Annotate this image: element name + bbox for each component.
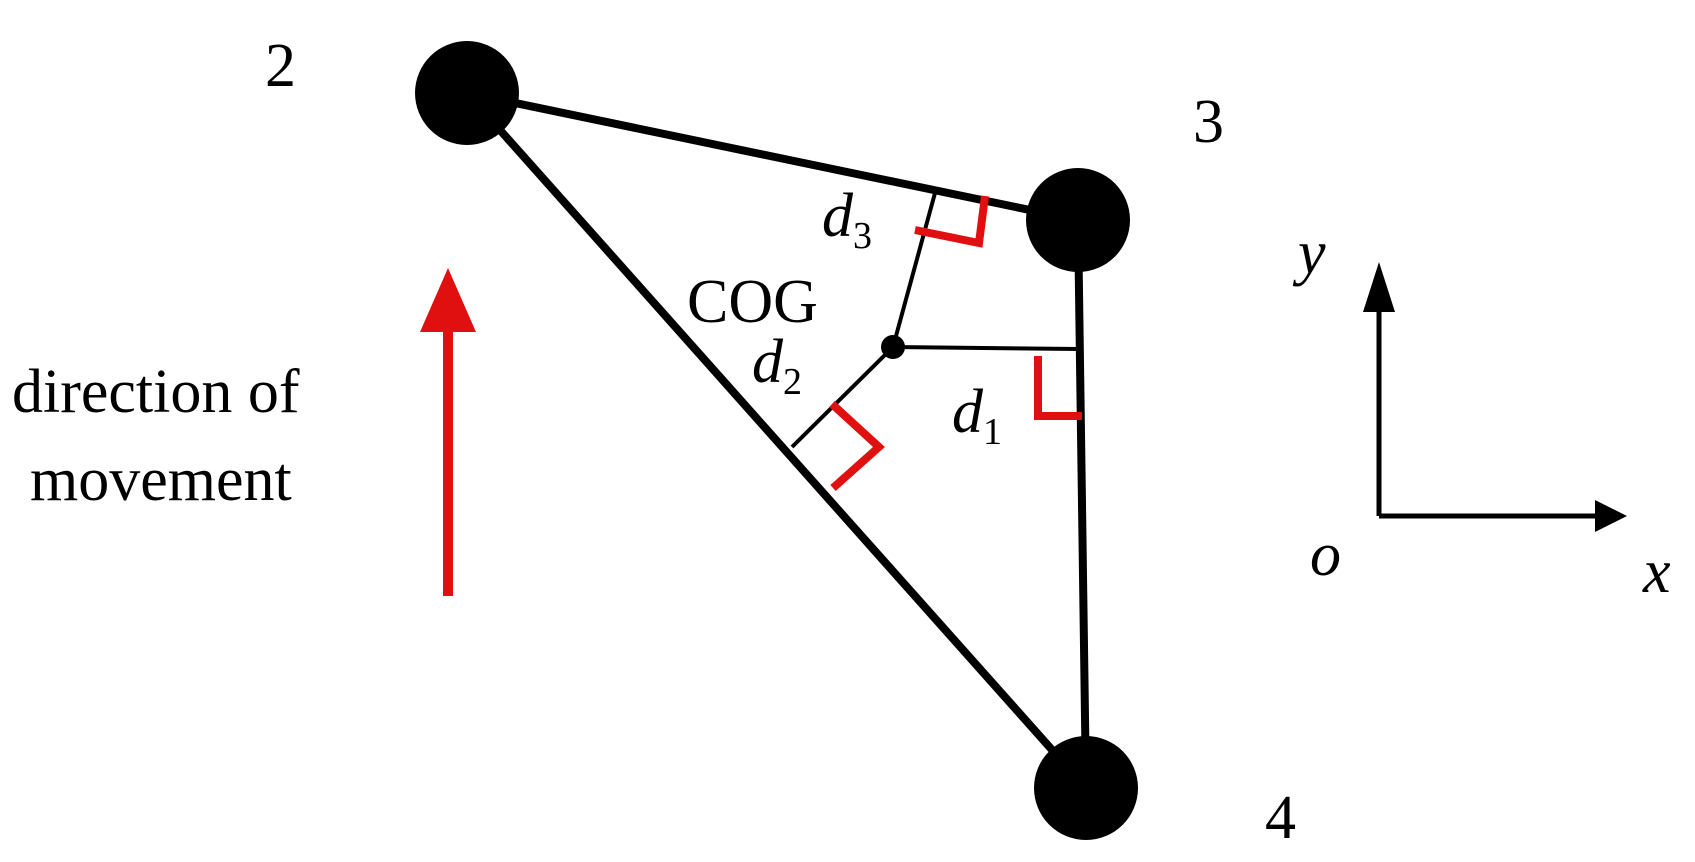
node-label-2: 2 bbox=[265, 32, 296, 100]
node-label-4: 4 bbox=[1265, 784, 1296, 852]
distance-line-d1 bbox=[892, 345, 1080, 351]
node-3 bbox=[1026, 168, 1130, 272]
d1-label-sub: 1 bbox=[983, 411, 1002, 453]
cog-label: COG bbox=[687, 268, 818, 336]
d2-label-main: d bbox=[752, 328, 784, 396]
d2-label-sub: 2 bbox=[783, 361, 802, 403]
node-label-3: 3 bbox=[1193, 88, 1224, 156]
direction-label-line2: movement bbox=[30, 446, 292, 514]
direction-arrow-icon bbox=[420, 268, 476, 332]
d2-label: d2 bbox=[752, 328, 802, 403]
right-angle-marker-d2 bbox=[829, 401, 885, 491]
d3-label: d3 bbox=[822, 182, 872, 257]
x-axis-label: x bbox=[1642, 538, 1671, 606]
d1-label-main: d bbox=[952, 378, 984, 446]
d3-label-sub: 3 bbox=[853, 215, 872, 257]
x-axis-arrow-icon bbox=[1595, 500, 1627, 532]
edge-2-3 bbox=[463, 89, 1082, 224]
distance-line-d2 bbox=[790, 345, 895, 449]
d1-label: d1 bbox=[952, 378, 1002, 453]
right-angle-marker-d3 bbox=[914, 195, 989, 248]
node-4 bbox=[1034, 736, 1138, 840]
edge-2-4 bbox=[463, 89, 1090, 792]
distance-line-d3 bbox=[891, 192, 937, 348]
y-axis-label: y bbox=[1292, 219, 1326, 287]
direction-label-line1: direction of bbox=[12, 358, 300, 426]
right-angle-marker-d1 bbox=[1034, 356, 1082, 420]
node-2 bbox=[415, 41, 519, 145]
cog-point bbox=[881, 335, 905, 359]
origin-label: o bbox=[1310, 521, 1341, 589]
d3-label-main: d bbox=[822, 182, 854, 250]
y-axis-arrow-icon bbox=[1363, 262, 1395, 312]
edge-3-4 bbox=[1074, 216, 1090, 792]
